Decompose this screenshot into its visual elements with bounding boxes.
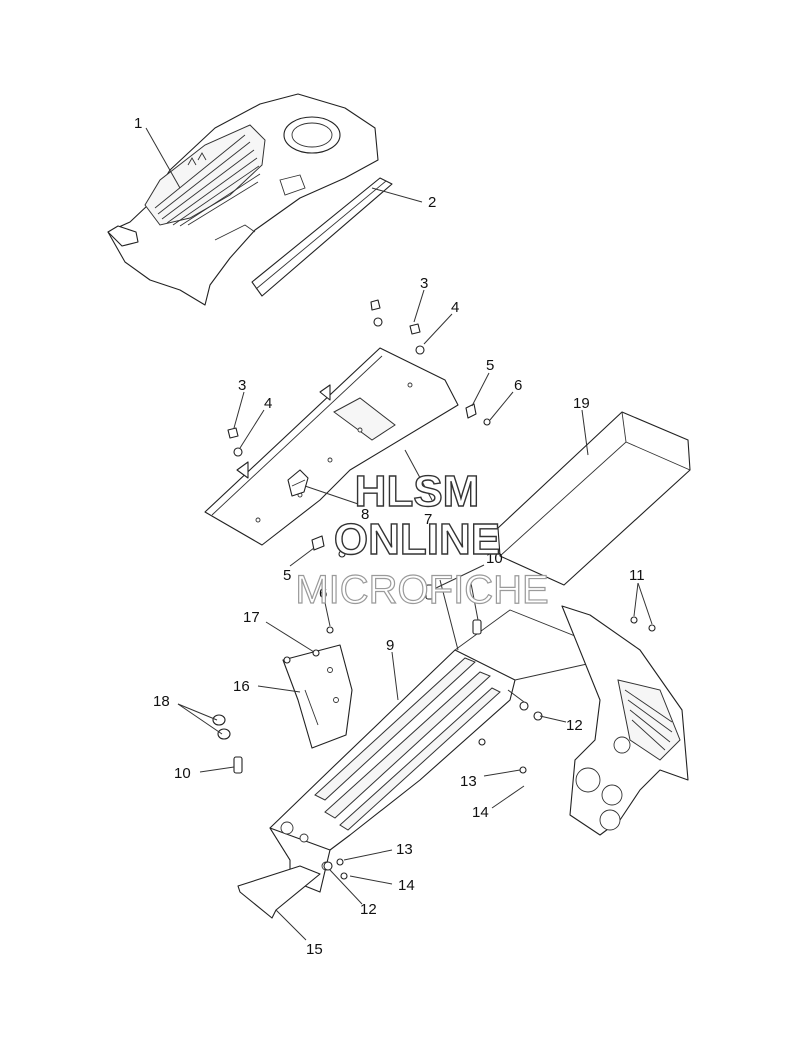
part-19-foam-pad: [497, 411, 691, 586]
callout-labels: 1 2 3 4 5 6 19 3 4 8 7 5 10 6 11 17 9 16…: [134, 115, 645, 958]
callout-3: 3: [420, 275, 428, 292]
part-15-front-lip: [237, 865, 321, 919]
callout-10-lower: 10: [174, 765, 191, 782]
callout-10: 10: [486, 550, 503, 567]
part-7-floor-plate: [204, 347, 459, 546]
callout-11: 11: [629, 567, 645, 584]
part-1-shroud: [107, 93, 379, 306]
part-8-bracket: [287, 469, 309, 497]
callout-12-lower: 12: [360, 901, 377, 918]
callout-4: 4: [451, 299, 459, 316]
callout-6-lower: 6: [319, 585, 327, 602]
part-16-side-bracket: [282, 644, 353, 749]
callout-5-left: 5: [283, 567, 291, 584]
leader-lines: [145, 127, 653, 941]
callout-14-lower: 14: [398, 877, 415, 894]
callout-14: 14: [472, 804, 489, 821]
hardware: [212, 299, 656, 880]
callout-7: 7: [424, 511, 432, 528]
callout-13-lower: 13: [396, 841, 413, 858]
rear-fender-panel: [561, 605, 689, 836]
callout-5: 5: [486, 357, 494, 374]
callout-17: 17: [243, 609, 260, 626]
callout-8: 8: [361, 506, 369, 523]
callout-2: 2: [428, 194, 436, 211]
callout-13: 13: [460, 773, 477, 790]
callout-12: 12: [566, 717, 583, 734]
watermark-line-3: MICROFICHE: [295, 568, 548, 612]
part-2-seal-strip: [251, 177, 393, 297]
callout-15: 15: [306, 941, 323, 958]
callout-18: 18: [153, 693, 170, 710]
callout-4-left: 4: [264, 395, 272, 412]
callout-19: 19: [573, 395, 590, 412]
callout-1: 1: [134, 115, 142, 132]
callout-9: 9: [386, 637, 394, 654]
callout-16: 16: [233, 678, 250, 695]
watermark-line-2: ONLINE: [334, 515, 500, 564]
watermark: HLSM ONLINE MICROFICHE: [295, 466, 550, 612]
callout-6: 6: [514, 377, 522, 394]
watermark-line-1: HLSM: [355, 467, 480, 516]
callout-3-left: 3: [238, 377, 246, 394]
